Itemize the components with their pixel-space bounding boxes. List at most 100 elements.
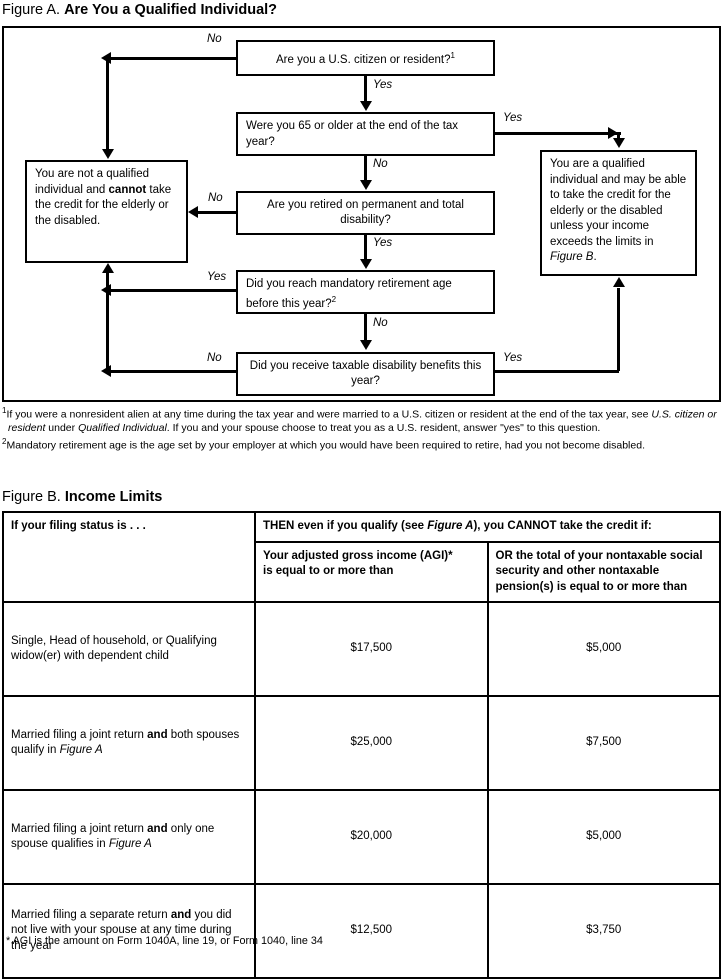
table-header-agi-asterisk: * (448, 549, 453, 562)
figure-a-footnote-2: 2Mandatory retirement age is the age set… (2, 435, 723, 453)
table-cell-agi: $20,000 (254, 789, 489, 885)
table-cell-filing-status: Married filing a joint return and both s… (2, 695, 256, 791)
edge-label-retired-no: No (206, 192, 225, 204)
footnote-1-seg2: under (45, 421, 79, 434)
edge-age65-no-arrowhead (359, 180, 372, 190)
table-header-row-2: Your adjusted gross income (AGI)* is equa… (3, 540, 721, 603)
table-cell-nontaxable: $7,500 (486, 695, 721, 791)
edge-age65-yes-arrowhead (608, 127, 618, 139)
table-cell-agi: $12,500 (254, 883, 489, 979)
edge-label-benefits-no: No (205, 352, 224, 364)
edge-benefits-no-horizontal (107, 369, 238, 373)
footnote-2-marker: 2 (2, 436, 7, 446)
flow-box-mandatory-retirement: Did you reach mandatory retirement age b… (236, 270, 495, 314)
table-row: Married filing a separate return and you… (2, 883, 721, 979)
edge-retired-yes-vertical (364, 235, 367, 261)
figure-a-frame (2, 26, 721, 402)
edge-citizen-no-horizontal (107, 56, 238, 60)
edge-mandatory-yes-vertical (106, 272, 109, 290)
figure-a-title: Figure A. Are You a Qualified Individual… (2, 2, 277, 19)
flow-box-not-qualified-post: take the credit for the elderly or the d… (35, 183, 172, 227)
figure-b-footnote: * AGI is the amount on Form 1040A, line … (6, 935, 323, 947)
flow-box-age-65-text: Were you 65 or older at the end of the t… (246, 120, 459, 148)
flow-box-qualified-figure-ref: Figure B (550, 251, 594, 263)
table-cell-filing-status: Married filing a joint return and only o… (2, 789, 256, 885)
figure-b-title-lead: Figure B. (2, 489, 61, 505)
figure-b-title: Figure B. Income Limits (2, 489, 162, 506)
table-cell-agi: $17,500 (254, 601, 489, 697)
flow-box-not-qualified-emphasis: cannot (108, 183, 147, 196)
row-1-status-bold: and (147, 728, 168, 741)
edge-citizen-yes-arrowhead (359, 101, 372, 111)
figure-b-title-bold: Income Limits (64, 489, 163, 505)
flow-box-mandatory-footnote-marker: 2 (331, 295, 337, 305)
table-header-then-post: ), you CANNOT take the credit if: (473, 520, 652, 532)
table-row: Married filing a joint return and only o… (2, 789, 721, 885)
flow-box-citizen-text: Are you a U.S. citizen or resident? (276, 53, 451, 66)
figure-a-title-lead: Figure A. (2, 2, 61, 18)
edge-label-mandatory-yes: Yes (205, 271, 229, 283)
flow-box-retired-disability: Are you retired on permanent and total d… (236, 191, 495, 235)
edge-citizen-yes-vertical (364, 76, 367, 103)
table-header-agi-line2: is equal to or more than (263, 565, 394, 577)
footnote-1-seg1: If you were a nonresident alien at any t… (6, 408, 652, 421)
table-cell-nontaxable: $5,000 (486, 601, 721, 697)
edge-age65-yes-vertical (617, 131, 620, 141)
row-3-status-pre: Married filing a separate return (11, 908, 171, 921)
income-limits-table: If your filing status is . . . THEN even… (2, 511, 721, 979)
edge-age65-no-vertical (364, 156, 367, 182)
table-row: Single, Head of household, or Qualifying… (2, 601, 721, 697)
row-1-status-post: both spouses qualify in (11, 728, 240, 757)
flow-box-mandatory-retirement-text: Did you reach mandatory retirement age b… (246, 278, 452, 311)
edge-citizen-no-vertical (106, 56, 109, 151)
table-cell-filing-status: Married filing a separate return and you… (2, 883, 256, 979)
edge-label-age65-no: No (371, 158, 390, 170)
edge-benefits-yes-vertical (617, 288, 620, 371)
row-2-status-pre: Married filing a joint return (11, 822, 148, 835)
table-header-then-pre: THEN even if you qualify (see (263, 520, 428, 532)
table-cell-agi: $25,000 (254, 695, 489, 791)
flow-box-qualified-pre: You are a qualified individual and may b… (550, 158, 687, 248)
flow-box-retired-disability-text: Are you retired on permanent and total d… (267, 198, 464, 227)
edge-mandatory-yes-arrowhead (101, 284, 111, 296)
table-header-agi: Your adjusted gross income (AGI)* is equa… (254, 540, 489, 603)
edge-label-citizen-no: No (205, 33, 224, 45)
table-header-then-span: THEN even if you qualify (see Figure A),… (254, 511, 721, 543)
row-3-status-bold: and (170, 908, 192, 921)
table-header-filing-status-text: If your filing status is . . . (11, 520, 146, 532)
edge-label-citizen-yes: Yes (371, 79, 395, 91)
table-cell-nontaxable: $5,000 (486, 789, 721, 885)
flow-box-qualified: You are a qualified individual and may b… (540, 150, 697, 276)
flow-box-age-65: Were you 65 or older at the end of the t… (236, 112, 495, 156)
footnote-2-seg1: Mandatory retirement age is the age set … (6, 439, 645, 452)
edge-age65-yes-horizontal (495, 131, 621, 135)
footnote-1-marker: 1 (2, 406, 7, 415)
edge-citizen-no-down-arrowhead (101, 149, 114, 159)
edge-mandatory-yes-horizontal (107, 288, 238, 292)
footnote-1-seg3: . If you and your spouse choose to treat… (166, 421, 601, 434)
edge-benefits-no-vertical (106, 288, 109, 371)
flow-box-not-qualified: You are not a qualified individual and c… (25, 160, 188, 263)
edge-mandatory-no-arrowhead (359, 340, 372, 350)
edge-label-retired-yes: Yes (371, 237, 395, 249)
edge-citizen-no-arrowhead (101, 52, 111, 64)
table-header-filing-status: If your filing status is . . . (2, 511, 256, 603)
row-3-status-post: you did not live with your spouse at any… (11, 908, 232, 952)
footnote-1-italic2: Qualified Individual (78, 421, 167, 434)
figure-a-footnotes: 1If you were a nonresident alien at any … (2, 404, 723, 453)
table-cell-nontaxable: $3,750 (486, 883, 721, 979)
flow-box-citizen-footnote-marker: 1 (450, 50, 455, 60)
edge-label-benefits-yes: Yes (501, 352, 525, 364)
flow-box-not-qualified-pre: You are not a qualified individual and (35, 168, 150, 196)
edge-label-mandatory-no: No (371, 317, 390, 329)
edge-retired-no-arrowhead (188, 206, 198, 218)
table-header-row-1: If your filing status is . . . THEN even… (2, 511, 721, 603)
figure-a-title-bold: Are You a Qualified Individual? (64, 2, 278, 18)
table-header-agi-pre: Your adjusted gross income (AGI) (263, 549, 449, 562)
table-header-then-figure-ref: Figure A (427, 520, 474, 532)
flow-box-citizen: Are you a U.S. citizen or resident?1 (236, 40, 495, 76)
table-header-nontaxable: OR the total of your nontaxable social s… (486, 540, 721, 603)
row-2-status-bold: and (147, 822, 168, 835)
edge-benefits-yes-horizontal (495, 369, 619, 373)
